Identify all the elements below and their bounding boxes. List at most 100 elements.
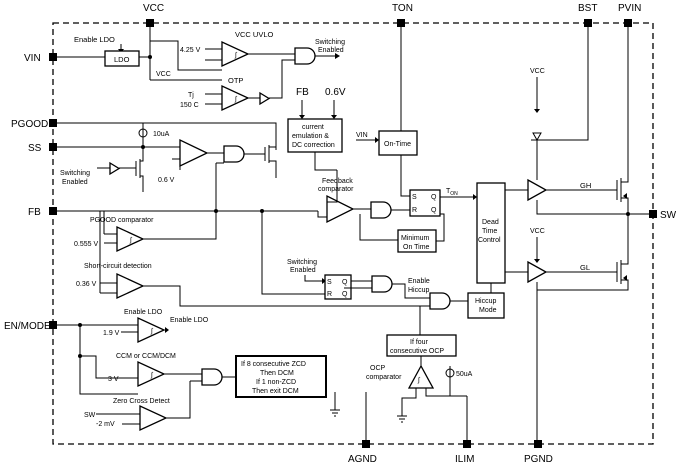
flop1-s: S <box>412 194 417 201</box>
en-ref-label: 1.9 V <box>103 330 120 337</box>
pin-vcc: VCC <box>143 3 164 14</box>
ss-pad <box>49 143 57 151</box>
zcd-ref-label: -2 mV <box>96 421 115 428</box>
pin-fb: FB <box>28 207 41 218</box>
pvin-pad <box>624 19 632 27</box>
flop2-s: S <box>327 279 332 286</box>
sc-ref-label: 0.36 V <box>76 281 97 288</box>
flop1-q: Q <box>431 194 437 201</box>
hiccup-flop <box>324 274 352 300</box>
ss-comparator <box>179 138 209 168</box>
enable-ldo-mid-label: Enable LDO <box>124 309 163 316</box>
ss-inverter <box>109 161 121 176</box>
en-mode-pad <box>49 321 57 329</box>
ccm-and-gate <box>201 368 223 386</box>
pin-pvin: PVIN <box>618 3 641 14</box>
zcd-comparator <box>139 404 168 432</box>
low-side-driver <box>527 260 548 284</box>
pin-ss: SS <box>28 143 42 154</box>
on-time-block <box>378 130 418 156</box>
gl-label: GL <box>580 263 590 272</box>
ss-current-label: 10uA <box>153 131 170 138</box>
zcd-sw-label: SW <box>84 412 96 419</box>
feedback-comparator <box>326 194 355 224</box>
ton-signal-label: TON <box>446 188 458 197</box>
pgood-comparator-label: PGOOD comparator <box>90 217 154 224</box>
pin-ton: TON <box>392 3 413 14</box>
ilim-current-label: 50uA <box>456 371 473 378</box>
hiccup-mode-block <box>467 292 505 319</box>
pgood-pad <box>49 119 57 127</box>
dead-time-control-block <box>476 182 506 284</box>
ic-boundary <box>52 22 654 445</box>
hiccup-and-gate <box>371 275 393 293</box>
pgood-ref-label: 0.555 V <box>74 241 98 248</box>
zero-cross-detect-label: Zero Cross Detect <box>113 398 170 405</box>
gh-label: GH <box>580 181 591 190</box>
pin-en-mode: EN/MODE <box>4 321 51 332</box>
on-time-label: On-Time <box>384 141 411 148</box>
uvlo-ref-label: 4.25 V <box>180 47 201 54</box>
pin-ilim: ILIM <box>455 454 474 465</box>
ldo-block <box>104 50 140 67</box>
on-time-flop <box>409 189 441 217</box>
otp-label: OTP <box>228 76 243 85</box>
en-comparator <box>137 316 166 344</box>
ccm-ref-label: 3 V <box>108 376 119 383</box>
vcc-small-label: VCC <box>156 71 171 78</box>
pin-pgood: PGOOD <box>11 119 48 130</box>
pin-bst: BST <box>578 3 597 14</box>
switching-and-gate <box>294 47 316 65</box>
short-circuit-label: Short-circuit detection <box>84 263 152 270</box>
otp-comparator <box>221 84 250 112</box>
vcc-ls-label: VCC <box>530 228 545 235</box>
fb-and-gate <box>370 201 392 219</box>
flop2-qb: Q <box>342 291 348 298</box>
sc-comparator <box>116 272 145 300</box>
svg-text:∫: ∫ <box>234 96 238 103</box>
vin-small-label: VIN <box>356 132 368 139</box>
tj-label: Tj <box>188 92 194 99</box>
high-side-driver <box>527 178 548 202</box>
pin-sw: SW <box>660 210 677 221</box>
flop2-r: R <box>327 291 332 298</box>
agnd-pad <box>362 440 370 448</box>
ccm-dcm-label: CCM or CCM/DCM <box>116 353 176 360</box>
pin-agnd: AGND <box>348 454 377 465</box>
ldo-label: LDO <box>114 55 130 64</box>
ss-ref-label: 0.6 V <box>158 177 175 184</box>
svg-text:∫: ∫ <box>129 237 133 244</box>
ss-and-gate <box>223 145 245 163</box>
vin-pad <box>49 53 57 61</box>
otp-ref-label: 150 C <box>180 102 199 109</box>
otp-inverter <box>259 91 271 106</box>
svg-text:∫: ∫ <box>150 328 154 335</box>
bst-pad <box>584 19 592 27</box>
svg-text:∫: ∫ <box>150 372 154 379</box>
ton-pad <box>397 19 405 27</box>
flop1-qb: Q <box>431 207 437 214</box>
fb-pad <box>49 207 57 215</box>
uvlo-comparator <box>221 40 250 68</box>
enable-ldo-out-label: Enable LDO <box>170 317 209 324</box>
pgnd-pad <box>534 440 542 448</box>
enable-ldo-top-label: Enable LDO <box>74 35 115 44</box>
ccm-comparator <box>137 360 166 388</box>
hiccup-or-gate <box>429 292 451 310</box>
flop2-q: Q <box>342 279 348 286</box>
fb-small-label: FB <box>296 87 309 98</box>
pin-pgnd: PGND <box>524 454 553 465</box>
pin-vin: VIN <box>24 53 41 64</box>
